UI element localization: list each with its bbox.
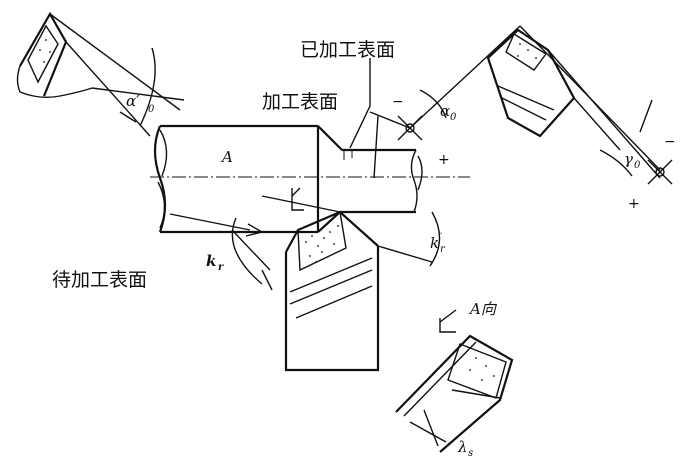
- sign-plus-right: +: [628, 196, 640, 212]
- lambda-s-label: λ: [457, 438, 468, 456]
- kr-prime-sub: r: [440, 244, 446, 255]
- section-alpha0-prime: α′ 0: [16, 11, 185, 137]
- arrow-work-surface-b: [245, 223, 264, 237]
- kr-prime-angle: k ′ r: [377, 211, 446, 267]
- section-a-label: A: [220, 148, 233, 166]
- section-a-mark: A: [220, 148, 304, 211]
- lambda-s-sub: s: [468, 448, 473, 459]
- insert-dots-right: [517, 43, 537, 59]
- alpha0-prime-sub: 0: [148, 104, 155, 115]
- alpha0-prime-label: α′: [126, 92, 140, 110]
- alpha0-label: α: [440, 102, 450, 120]
- label-cutting-surface: 加工表面: [262, 91, 338, 113]
- sign-minus-top: −: [392, 94, 404, 110]
- reference-point-right: [655, 167, 665, 177]
- label-work-surface: 待加工表面: [52, 269, 147, 291]
- view-a-label: A向: [468, 300, 498, 318]
- main-tool: [284, 210, 380, 372]
- alpha0-sub: 0: [450, 112, 457, 123]
- main-edge-extension: [261, 195, 341, 213]
- kr-sub: r: [218, 262, 224, 273]
- view-a-tool: λ s: [395, 334, 514, 459]
- kr-label: k: [206, 252, 216, 270]
- insert-dots-view-a: [469, 357, 495, 381]
- gamma0-label: γ: [624, 150, 633, 168]
- workpiece: [153, 124, 423, 234]
- view-a-arrow: A向: [439, 300, 498, 333]
- kr-prime-sup: ′: [440, 232, 443, 243]
- reference-point-left: [405, 123, 415, 133]
- label-machined-surface: 已加工表面: [300, 39, 395, 61]
- leader-cutting-surface: [373, 115, 379, 179]
- kr-angle: k r: [206, 217, 273, 291]
- insert-dots-left: [39, 39, 51, 63]
- section-alpha0-gamma0: α 0 γ 0 − + − +: [369, 25, 676, 212]
- kr-prime-label: k: [430, 234, 439, 252]
- arrow-work-surface: [169, 213, 251, 231]
- insert-shading: [305, 225, 339, 263]
- gamma0-sub: 0: [634, 160, 641, 171]
- sign-minus-right: −: [664, 134, 676, 150]
- sign-plus-top: +: [438, 152, 450, 168]
- leader-machined-surface: [349, 58, 371, 149]
